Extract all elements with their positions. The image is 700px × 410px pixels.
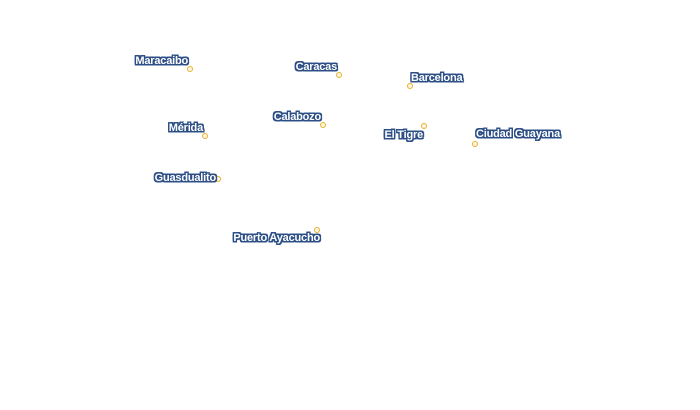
city-dot-icon [187,66,193,72]
city-label: Calabozo [273,111,321,123]
city-dot-icon [407,83,413,89]
city-dot-icon [336,72,342,78]
city-label: Mérida [168,122,203,134]
city-label: Puerto Ayacucho [233,232,320,244]
city-label: Barcelona [411,72,463,84]
city-dot-icon [202,133,208,139]
city-dot-icon [320,122,326,128]
city-label: Maracaibo [135,55,188,67]
city-dot-icon [472,141,478,147]
city-label: Caracas [295,61,338,73]
city-label: Ciudad Guayana [476,128,560,140]
city-label: Guasdualito [154,172,217,184]
city-dot-icon [421,123,427,129]
city-dot-icon [314,227,320,233]
city-label: El Tigre [384,129,423,141]
city-dot-icon [215,176,221,182]
